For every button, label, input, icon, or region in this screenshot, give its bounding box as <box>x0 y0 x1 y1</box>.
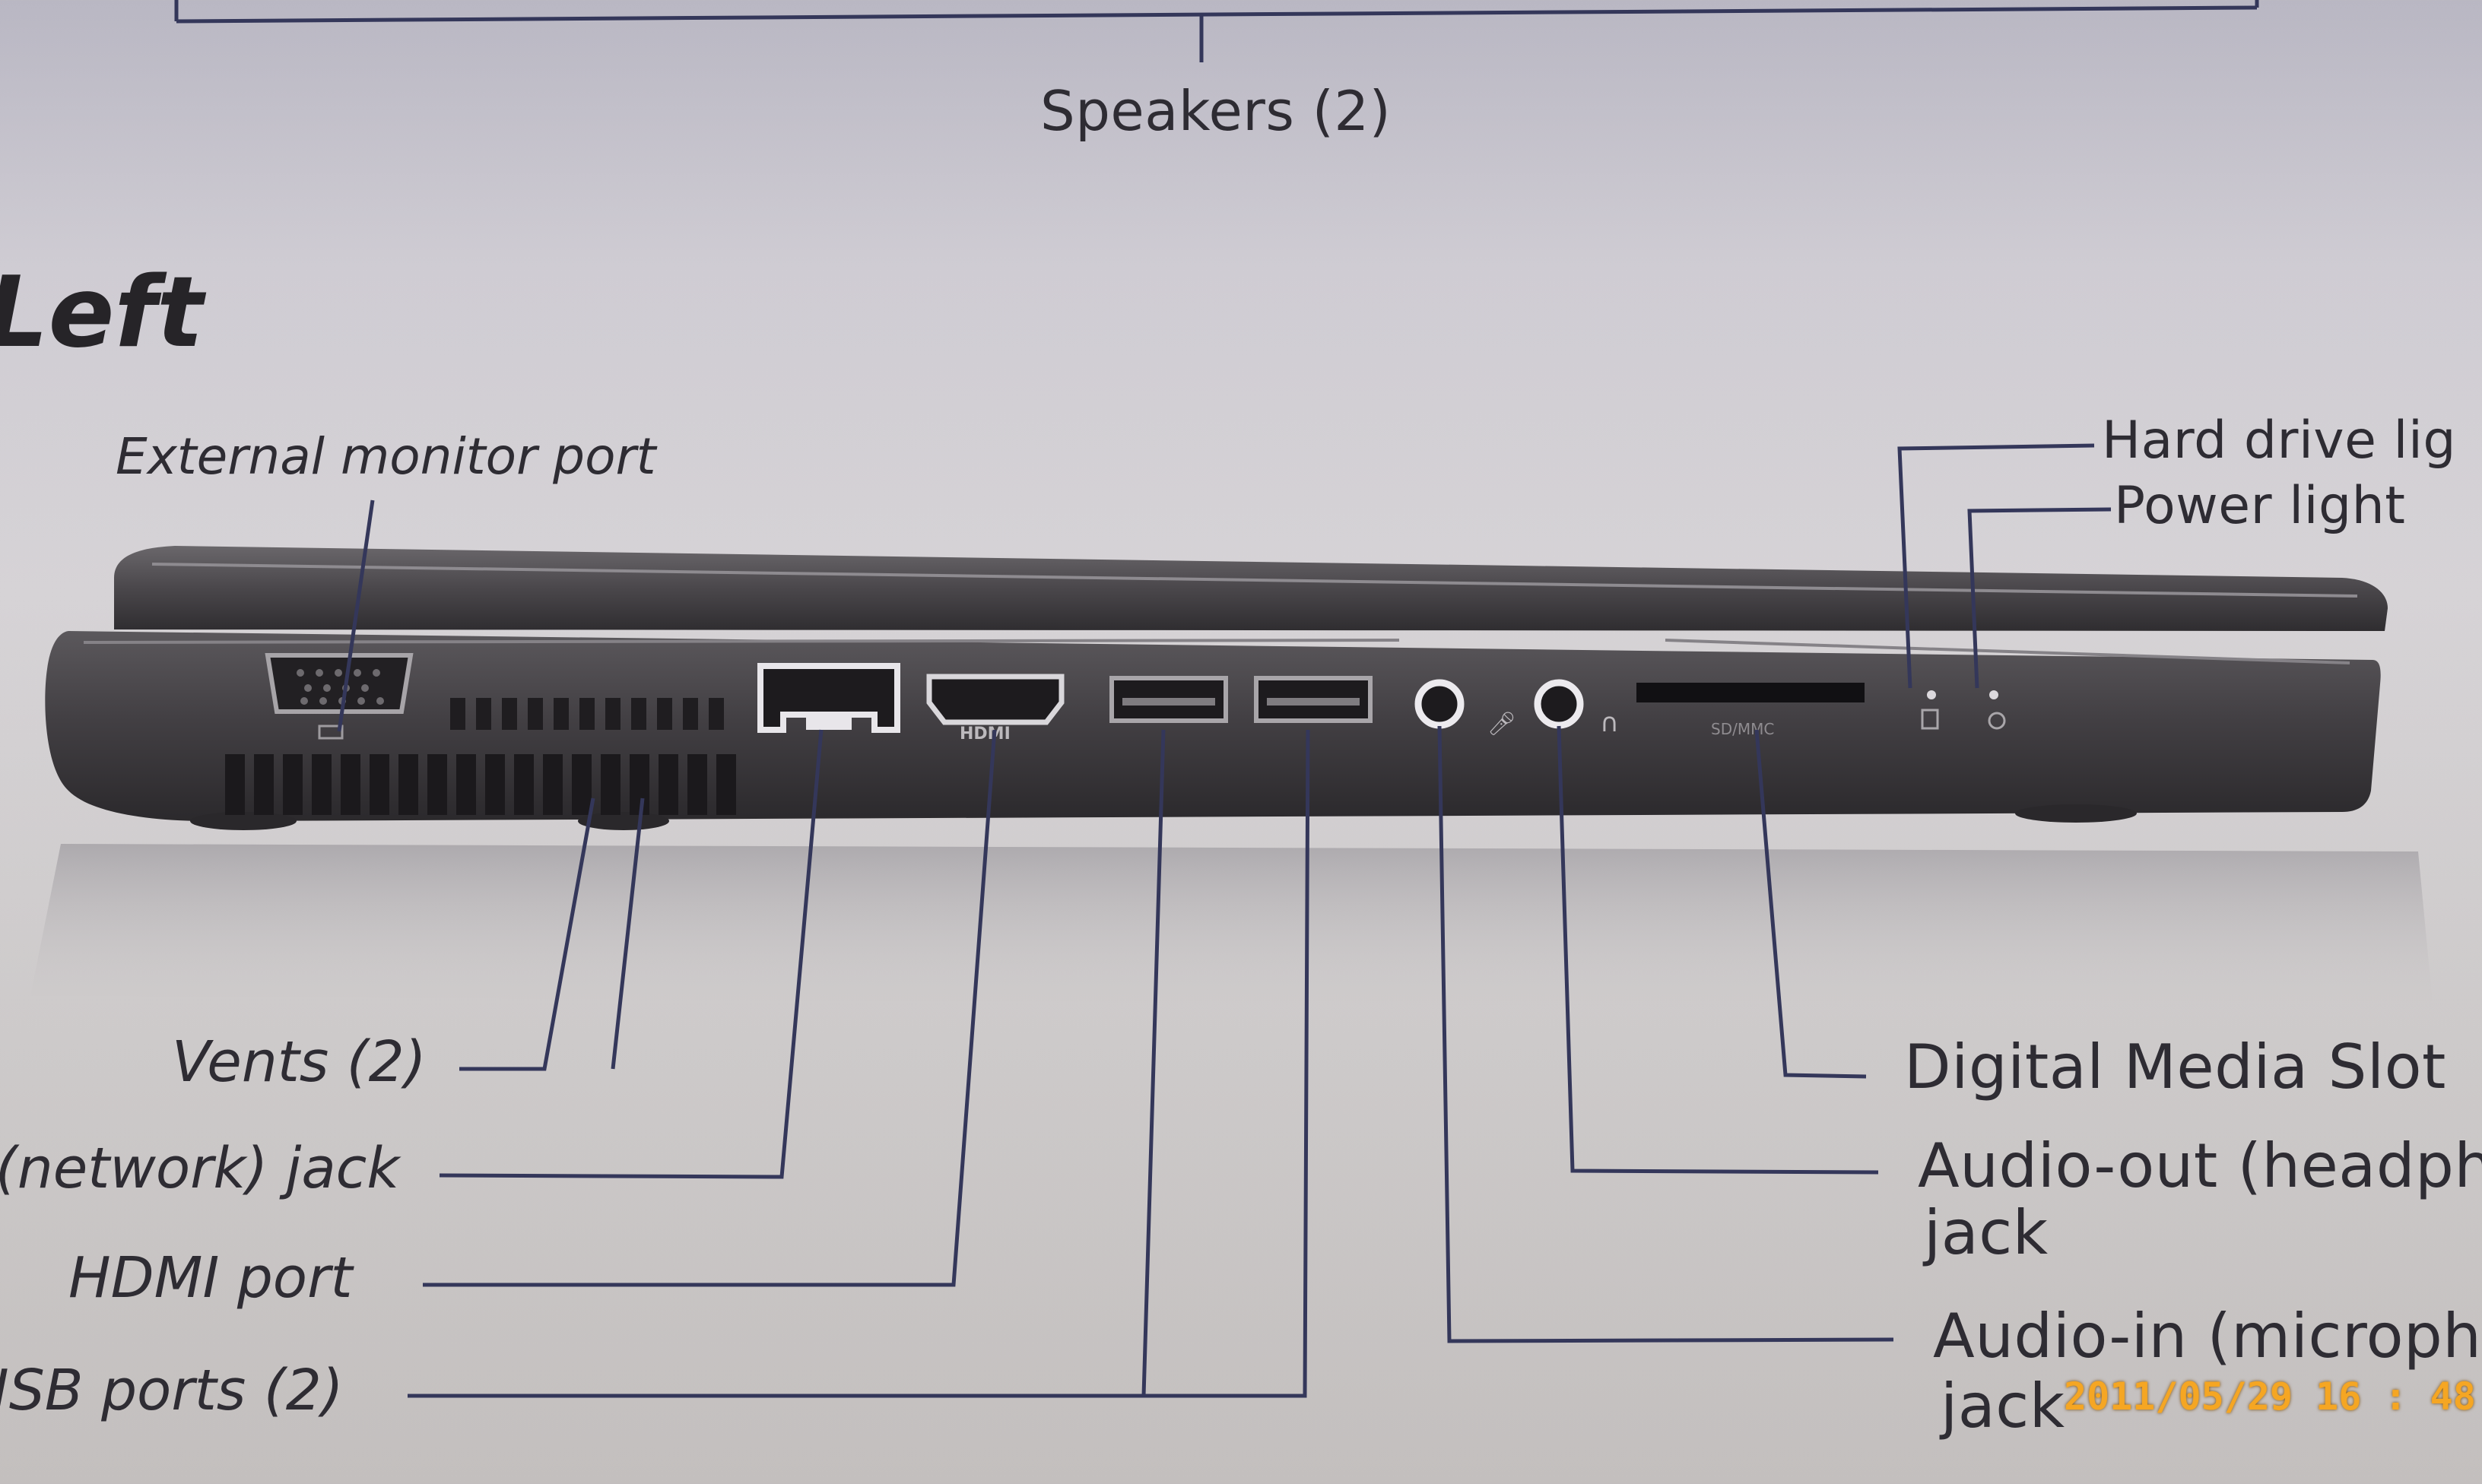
audio-in-jack: 🎤︎ <box>1414 679 1516 737</box>
leader-lines <box>337 443 2112 1398</box>
digital-media-slot: SD/MMC <box>1636 683 1865 738</box>
section-title: Left <box>0 256 204 369</box>
microphone-icon: 🎤︎ <box>1487 711 1516 737</box>
headphone-icon: ∩ <box>1600 708 1619 738</box>
usb-port-2 <box>1254 676 1373 723</box>
vents-lower <box>225 754 736 815</box>
hdmi-port: HDMI <box>926 674 1065 744</box>
usb-ports-label: JSB ports (2) <box>0 1358 344 1423</box>
audio-in-label-line2: jack <box>1941 1371 2065 1441</box>
usb-port-1 <box>1109 676 1228 723</box>
hdmi-port-label: HDMI port <box>68 1245 353 1311</box>
power-light <box>1988 690 2006 730</box>
network-jack-label: (network) jack <box>0 1136 400 1201</box>
hdmi-icon-label: HDMI <box>960 725 1011 744</box>
hard-drive-light <box>1921 690 1939 730</box>
laptop-lid <box>114 546 2388 631</box>
laptop-reflection <box>30 844 2433 1011</box>
vents-upper <box>450 698 724 730</box>
audio-out-label-line1: Audio-out (headph <box>1918 1130 2482 1201</box>
audio-out-label-line2: jack <box>1924 1197 2049 1268</box>
digital-media-slot-label: Digital Media Slot <box>1904 1032 2446 1102</box>
audio-out-jack: ∩ <box>1534 679 1619 738</box>
network-jack <box>757 663 900 733</box>
speakers-label: Speakers (2) <box>1040 79 1392 143</box>
external-monitor-port-label: External monitor port <box>116 427 656 486</box>
vents-label: Vents (2) <box>172 1029 427 1095</box>
photo-timestamp: 2011/05/29 16 : 48 <box>2064 1375 2476 1419</box>
audio-in-label-line1: Audio-in (microph <box>1933 1301 2482 1371</box>
power-light-label: Power light <box>2114 476 2406 536</box>
card-slot-label: SD/MMC <box>1711 720 1774 738</box>
laptop-base <box>45 631 2381 822</box>
hard-drive-light-label: Hard drive lig <box>2102 411 2456 471</box>
speakers-bracket <box>174 0 2259 62</box>
vga-port <box>265 653 414 740</box>
